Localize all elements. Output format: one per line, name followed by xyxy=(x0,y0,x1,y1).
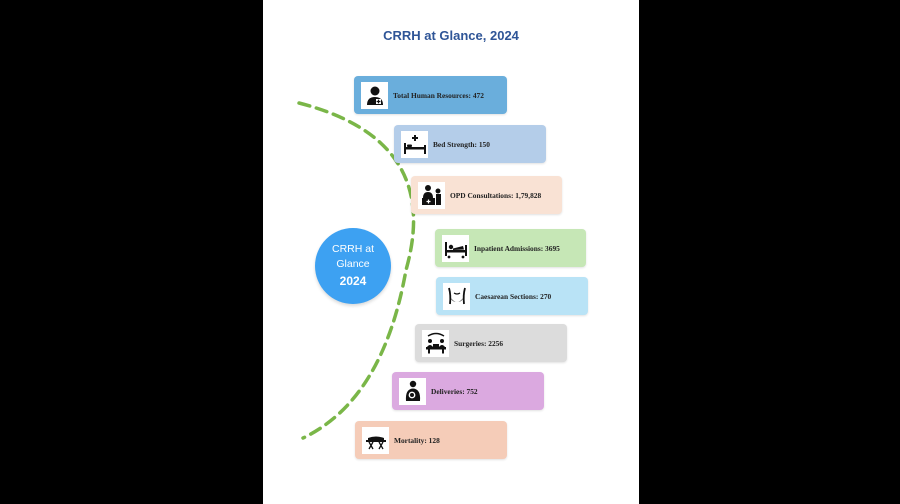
center-line-1: CRRH at xyxy=(331,243,374,255)
stat-card-opd: OPD Consultations: 1,79,828 xyxy=(411,176,562,214)
doctor-icon xyxy=(361,81,388,109)
stat-label: Surgeries: 2256 xyxy=(454,338,504,348)
stat-card-mortality: Mortality: 128 xyxy=(355,421,507,459)
stat-label: Deliveries: 752 xyxy=(431,386,478,396)
dashed-arc xyxy=(297,101,416,440)
page-title: CRRH at Glance, 2024 xyxy=(383,28,519,43)
stat-card-human-resources: Total Human Resources: 472 xyxy=(354,76,507,114)
mother-baby-icon xyxy=(399,377,426,405)
center-circle: CRRH at Glance 2024 xyxy=(315,228,391,304)
stat-card-inpatient: Inpatient Admissions: 3695 xyxy=(435,229,586,267)
caesarean-icon xyxy=(443,282,470,310)
center-line-2: Glance xyxy=(336,258,370,270)
stat-card-bed-strength: Bed Strength: 150 xyxy=(394,125,546,163)
patient-bed-icon xyxy=(442,234,469,262)
stat-label: Total Human Resources: 472 xyxy=(393,90,484,100)
stat-card-caesarean: Caesarean Sections: 270 xyxy=(436,277,588,315)
consultation-icon xyxy=(418,181,445,209)
infographic-page: CRRH at Glance, 2024 CRRH at Glance 2024… xyxy=(263,0,639,504)
center-year: 2024 xyxy=(339,274,367,288)
hospital-bed-icon xyxy=(401,130,428,158)
stretcher-icon xyxy=(362,426,389,454)
stat-label: OPD Consultations: 1,79,828 xyxy=(450,190,542,200)
stat-label: Inpatient Admissions: 3695 xyxy=(474,243,560,253)
stat-label: Bed Strength: 150 xyxy=(433,139,490,149)
surgery-icon xyxy=(422,329,449,357)
stat-card-surgeries: Surgeries: 2256 xyxy=(415,324,567,362)
stat-label: Mortality: 128 xyxy=(394,435,440,445)
stat-label: Caesarean Sections: 270 xyxy=(475,291,552,301)
stat-card-deliveries: Deliveries: 752 xyxy=(392,372,544,410)
